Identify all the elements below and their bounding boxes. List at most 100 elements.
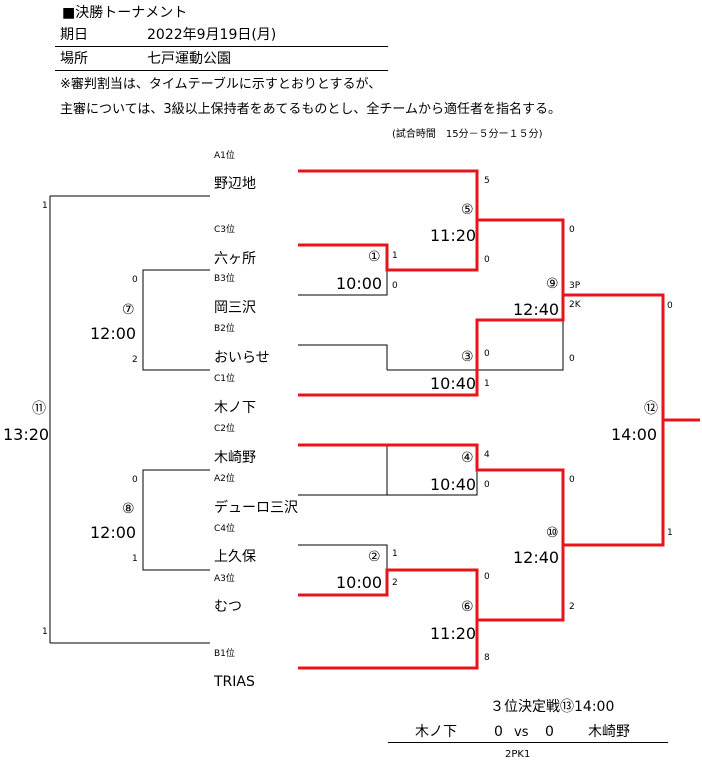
seed-label: B1位 — [214, 649, 235, 659]
match-score: 1 — [392, 549, 398, 559]
match-number: ⑩ — [546, 525, 559, 541]
third-place-vs: vs — [514, 725, 529, 740]
line-m4-loser — [298, 445, 388, 496]
header-rule-1 — [55, 46, 388, 47]
match-number: ⑥ — [461, 599, 474, 615]
match-score: 2 — [392, 578, 398, 588]
team-name: 岡三沢 — [214, 300, 256, 316]
match-score: 1 — [392, 251, 398, 261]
seed-label: C4位 — [214, 524, 236, 534]
venue-label: 場所 — [60, 51, 88, 67]
seed-label: A1位 — [214, 151, 235, 161]
third-place-team-right: 木崎野 — [588, 724, 630, 740]
line-m7 — [142, 269, 210, 371]
match-score: 0 — [569, 475, 575, 485]
win-rokkasho — [298, 220, 479, 272]
team-name: おいらせ — [214, 350, 270, 366]
match-score: 0 — [484, 349, 490, 359]
document-title: ■決勝トーナメント — [62, 5, 188, 21]
match-number: ⑤ — [461, 202, 474, 218]
line-m9-loser — [387, 320, 564, 371]
date-label: 期日 — [60, 27, 88, 43]
team-name: 六ヶ所 — [214, 251, 256, 267]
match-score: 0 — [484, 255, 490, 265]
win-kizakino — [298, 420, 665, 547]
match-time: 10:40 — [430, 374, 477, 393]
line-m3-loser — [298, 344, 388, 370]
match-score: 1 — [132, 554, 138, 564]
match-time: 11:20 — [430, 624, 477, 643]
match-number: ① — [368, 249, 381, 265]
team-name: 木ノ下 — [214, 400, 256, 416]
match-time: 12:40 — [513, 548, 560, 567]
note-line-1: ※審判割当は、タイムテーブルに示すとおりとするが、 — [60, 77, 382, 92]
line-m1-loser — [298, 270, 388, 296]
match-time: 14:00 — [611, 425, 658, 444]
match-time: 12:00 — [90, 324, 137, 343]
match-number: ⑨ — [546, 276, 559, 292]
match-score: 1 — [484, 379, 490, 389]
match-time: 12:40 — [513, 300, 560, 319]
third-place-score-left: 0 — [494, 724, 503, 740]
match-number: ⑦ — [122, 302, 135, 318]
match-score: 1 — [42, 201, 48, 211]
third-place-pk: 2PK1 — [505, 749, 531, 760]
match-time: 11:20 — [430, 226, 477, 245]
team-name: デューロ三沢 — [214, 500, 298, 516]
match-score: 0 — [484, 480, 490, 490]
team-name: 上久保 — [214, 549, 256, 565]
match-score-pk: 3P — [569, 281, 581, 291]
third-place-rule — [388, 742, 668, 743]
match-score: 0 — [569, 225, 575, 235]
third-place-score-right: 0 — [545, 724, 554, 740]
match-number: ⑪ — [32, 401, 46, 417]
date-value: 2022年9月19日(月) — [147, 27, 277, 43]
match-score: 0 — [392, 281, 398, 291]
match-score: 0 — [484, 572, 490, 582]
seed-label: A2位 — [214, 474, 235, 484]
third-place-title: ３位決定戦⑬14:00 — [490, 699, 615, 715]
match-score: 1 — [667, 528, 673, 538]
match-time: 13:20 — [3, 425, 50, 444]
match-number: ⑫ — [644, 401, 658, 417]
match-time: 10:00 — [336, 274, 383, 293]
venue-value: 七戸運動公園 — [147, 51, 231, 67]
note-line-2: 主審については、3級以上保持者をあてるものとし、全チームから適任者を指名する。 — [60, 102, 561, 117]
match-number: ③ — [461, 349, 474, 365]
header-rule-2 — [55, 70, 388, 71]
match-number: ④ — [461, 450, 474, 466]
match-score: 2 — [569, 602, 575, 612]
team-name: 野辺地 — [214, 176, 256, 192]
match-score: 1 — [42, 627, 48, 637]
match-number: ② — [368, 549, 381, 565]
win-kinoshita — [298, 295, 565, 397]
match-duration: (試合時間 15分－５分ー１５分) — [392, 129, 543, 140]
match-score: 0 — [569, 354, 575, 364]
match-time: 12:00 — [90, 523, 137, 542]
third-place-team-left: 木ノ下 — [415, 724, 457, 740]
match-number: ⑧ — [122, 501, 135, 517]
seed-label: B3位 — [214, 274, 235, 284]
seed-label: B2位 — [214, 324, 235, 334]
match-score: 4 — [484, 450, 490, 460]
match-score: 0 — [132, 475, 138, 485]
team-name: TRIAS — [214, 674, 255, 690]
win-mutsu — [298, 545, 565, 622]
team-name: 木崎野 — [214, 450, 256, 466]
seed-label: C1位 — [214, 374, 236, 384]
match-score: 5 — [484, 176, 490, 186]
team-name: むつ — [214, 599, 242, 615]
match-time: 10:40 — [430, 475, 477, 494]
line-m2-loser — [298, 544, 388, 570]
win-nobeji — [298, 169, 700, 422]
match-score: 0 — [667, 301, 673, 311]
seed-label: C3位 — [214, 225, 236, 235]
seed-label: A3位 — [214, 574, 235, 584]
seed-label: C2位 — [214, 424, 236, 434]
match-score: 8 — [484, 653, 490, 663]
match-time: 10:00 — [336, 573, 383, 592]
win-trias — [298, 620, 479, 670]
match-score-pk: 2K — [569, 300, 581, 310]
match-score: 0 — [132, 275, 138, 285]
